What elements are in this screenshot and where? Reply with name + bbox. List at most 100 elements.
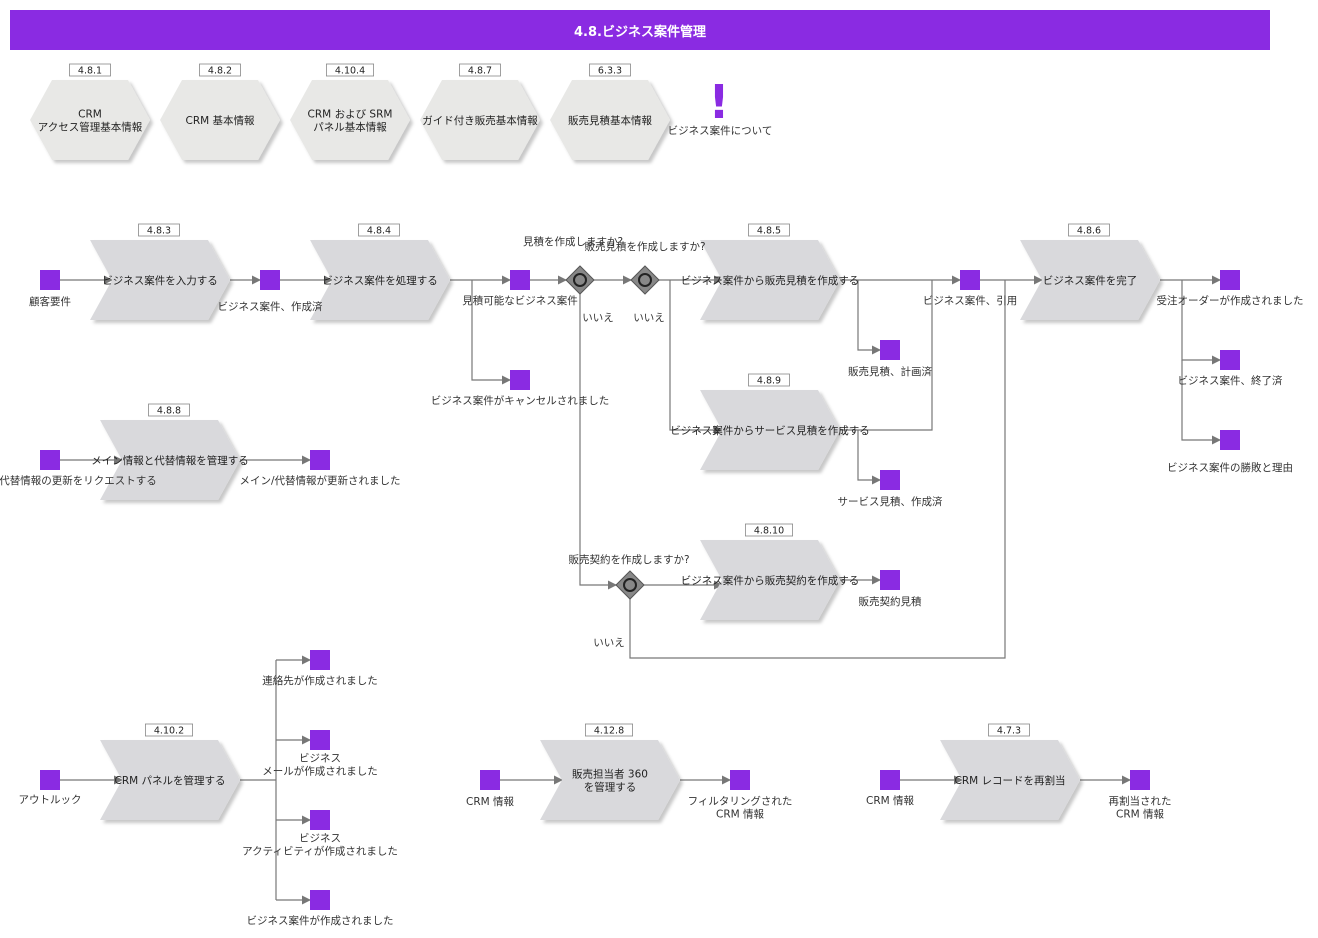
event-marker[interactable]	[730, 770, 750, 790]
event-marker[interactable]	[310, 890, 330, 910]
event-marker[interactable]	[880, 470, 900, 490]
process-4.8.3[interactable]	[90, 240, 230, 320]
connector	[840, 280, 933, 431]
exclamation-icon[interactable]: !	[709, 75, 730, 129]
module-ref-6.3.3-box	[589, 63, 631, 77]
process-ref-4.7.3-box	[988, 723, 1030, 737]
process-4.12.8[interactable]	[540, 740, 680, 820]
gateway-circle-icon	[623, 578, 637, 592]
event-label: メイン/代替情報が更新されました	[239, 474, 400, 487]
event-label: ビジネスアクティビティが作成されました	[242, 833, 398, 858]
module-4.10.4[interactable]	[290, 80, 410, 160]
process-label-4.7.3: CRM レコードを再割当	[954, 774, 1065, 787]
module-ref-4.10.4: 4.10.4	[335, 66, 365, 77]
connector	[471, 280, 511, 385]
event-marker[interactable]	[510, 270, 530, 290]
event-marker[interactable]	[1130, 770, 1150, 790]
connector	[857, 430, 881, 485]
process-4.8.9[interactable]	[700, 390, 840, 470]
event-marker[interactable]	[310, 450, 330, 470]
module-ref-4.8.2-box	[199, 63, 241, 77]
event-marker[interactable]	[880, 570, 900, 590]
process-ref-4.12.8-box	[585, 723, 634, 737]
process-4.8.5[interactable]	[700, 240, 840, 320]
process-4.8.6[interactable]	[1020, 240, 1160, 320]
event-label: 代替情報の更新をリクエストする	[0, 474, 157, 487]
process-ref-4.8.4: 4.8.4	[367, 226, 391, 237]
process-ref-4.10.2-box	[144, 723, 193, 737]
event-label: サービス見積、作成済	[838, 495, 943, 508]
process-ref-4.8.3-box	[138, 223, 180, 237]
event-label: 販売契約見積	[859, 595, 922, 608]
connector	[857, 280, 881, 355]
event-label: 連絡先が作成されました	[262, 674, 378, 687]
event-marker[interactable]	[1220, 270, 1240, 290]
process-ref-4.8.6-box	[1068, 223, 1110, 237]
process-label-4.8.4: ビジネス案件を処理する	[322, 274, 438, 287]
event-marker[interactable]	[310, 810, 330, 830]
process-ref-4.8.10: 4.8.10	[754, 526, 784, 537]
module-ref-6.3.3: 6.3.3	[598, 66, 622, 77]
gateway-diamond[interactable]	[565, 265, 595, 295]
event-marker[interactable]	[1220, 430, 1240, 450]
module-4.8.7[interactable]	[420, 80, 540, 160]
connector	[629, 280, 1006, 659]
module-6.3.3[interactable]	[550, 80, 670, 160]
event-label: ビジネス案件の勝敗と理由	[1167, 461, 1293, 474]
module-ref-4.10.4-box	[325, 63, 374, 77]
process-4.8.10[interactable]	[700, 540, 840, 620]
event-marker[interactable]	[1220, 350, 1240, 370]
event-marker[interactable]	[40, 270, 60, 290]
gateway-question: 見積を作成しますか?	[523, 235, 623, 248]
gateway-question: 販売契約を作成しますか?	[568, 553, 689, 566]
process-label-4.8.9: ビジネス案件からサービス見積を作成する	[670, 424, 870, 437]
event-marker[interactable]	[880, 770, 900, 790]
process-label-4.8.10: ビジネス案件から販売契約を作成する	[681, 574, 860, 587]
event-marker[interactable]	[260, 270, 280, 290]
gateway-no-label: いいえ	[582, 312, 614, 324]
event-label: 受注オーダーが作成されました	[1157, 294, 1304, 307]
event-label: CRM 情報	[466, 795, 515, 808]
gateway-diamond[interactable]	[630, 265, 660, 295]
event-marker[interactable]	[480, 770, 500, 790]
event-marker[interactable]	[310, 730, 330, 750]
gateway-diamond[interactable]	[615, 570, 645, 600]
process-label-4.8.3: ビジネス案件を入力する	[102, 274, 218, 287]
info-label: ビジネス案件について	[668, 124, 773, 137]
process-label-4.8.5: ビジネス案件から販売見積を作成する	[681, 274, 860, 287]
gateway-circle-icon	[573, 273, 587, 287]
process-4.8.4[interactable]	[310, 240, 450, 320]
process-ref-4.8.9: 4.8.9	[757, 376, 781, 387]
event-label: ビジネス案件、引用	[923, 294, 1018, 307]
gateway-no-label: いいえ	[593, 637, 625, 649]
module-ref-4.8.1-box	[69, 63, 111, 77]
event-marker[interactable]	[510, 370, 530, 390]
process-label-4.10.2: CRM パネルを管理する	[114, 774, 225, 787]
event-marker[interactable]	[960, 270, 980, 290]
process-4.8.8[interactable]	[100, 420, 240, 500]
event-marker[interactable]	[40, 450, 60, 470]
event-label: 販売見積、計画済	[848, 365, 932, 378]
process-4.7.3[interactable]	[940, 740, 1080, 820]
process-ref-4.8.5: 4.8.5	[757, 226, 781, 237]
event-marker[interactable]	[40, 770, 60, 790]
connector	[1181, 360, 1221, 445]
event-marker[interactable]	[310, 650, 330, 670]
event-label: ビジネス案件が作成されました	[247, 914, 394, 927]
process-4.10.2[interactable]	[100, 740, 240, 820]
module-4.8.1[interactable]	[30, 80, 150, 160]
module-4.8.2[interactable]	[160, 80, 280, 160]
process-ref-4.12.8: 4.12.8	[594, 726, 624, 737]
page-title: 4.8.ビジネス案件管理	[10, 10, 1270, 50]
module-ref-4.8.1: 4.8.1	[78, 66, 102, 77]
connector	[579, 294, 617, 590]
process-ref-4.8.3: 4.8.3	[147, 226, 171, 237]
gateway-no-label: いいえ	[633, 312, 665, 324]
event-marker[interactable]	[880, 340, 900, 360]
